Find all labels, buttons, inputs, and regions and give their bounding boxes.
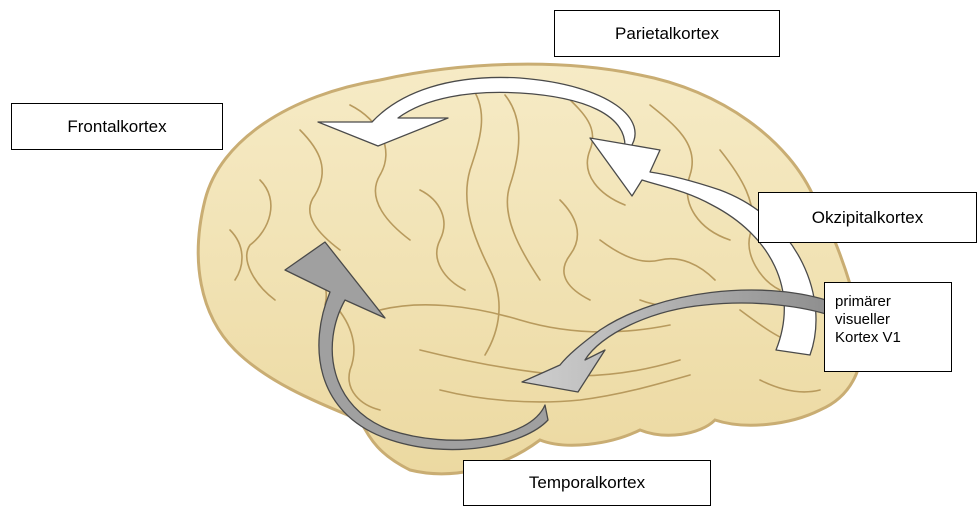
label-v1-line: visueller [835, 311, 901, 329]
label-v1-line: primärer [835, 293, 901, 311]
label-v1-line: Kortex V1 [835, 329, 901, 347]
label-frontal-cortex: Frontalkortex [11, 103, 223, 150]
label-parietal-cortex: Parietalkortex [554, 10, 780, 57]
label-occipital-cortex: Okzipitalkortex [758, 192, 977, 243]
label-temporal-cortex: Temporalkortex [463, 460, 711, 506]
label-primary-visual-cortex: primärer visueller Kortex V1 [824, 282, 952, 372]
